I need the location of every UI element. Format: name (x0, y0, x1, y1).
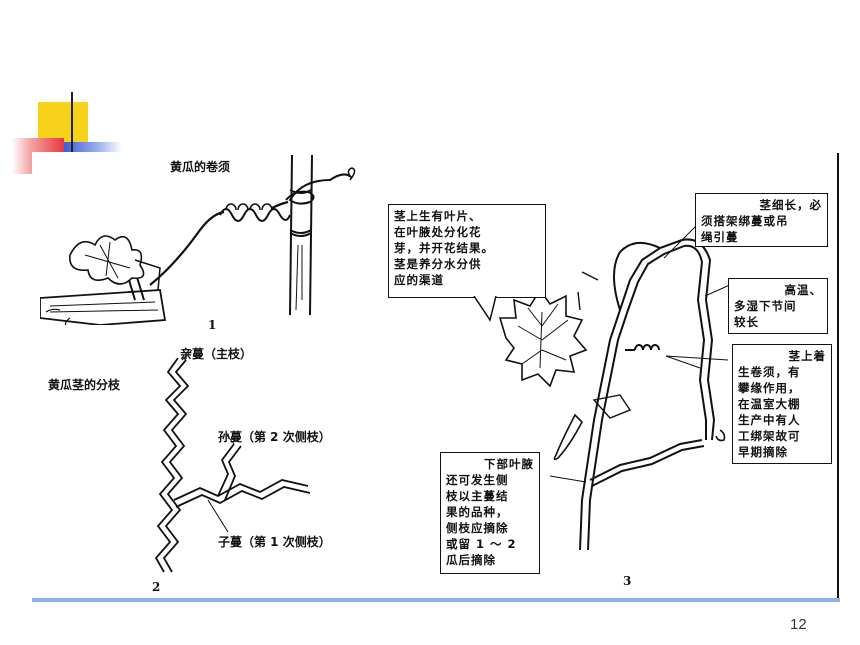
bottom-rule (32, 598, 840, 602)
figure1-tendril-drawing (40, 154, 356, 325)
tendril-coils (625, 344, 660, 351)
figure3-number: 3 (623, 574, 632, 588)
callout-leaf-pointer (473, 296, 497, 322)
figure2-branching-diagram (154, 350, 311, 573)
cucumber-fruit (553, 413, 583, 461)
lower-side-branch (589, 439, 703, 481)
callout-internode: 高温、 多湿下节间 较长 (728, 278, 828, 334)
vine-top-curl (613, 241, 661, 311)
figure3-vine-drawing (498, 223, 733, 551)
tendril-stem (149, 200, 289, 286)
figure2-grandchild-vine-label: 孙蔓（第 2 次侧枝） (218, 430, 331, 444)
figure2-child-vine-label: 子蔓（第 1 次侧枝） (218, 535, 331, 549)
leader-grandchild (225, 433, 235, 445)
vine-arch-right (681, 238, 716, 441)
grandchild-vine-branch (217, 443, 235, 497)
leader-main (181, 350, 193, 361)
figure-right-border (837, 153, 839, 600)
callout-leaf-stem: 茎上生有叶片、 在叶腋处分化花 芽，并开花结果。 茎是养分水分供 应的渠道 (388, 204, 546, 298)
figure1-number: 1 (208, 318, 217, 332)
callout-tendril: 茎上着 生卷须，有 攀缘作用， 在温室大棚 生产中有人 工绑架故可 早期摘除 (732, 344, 832, 464)
bamboo-stake (289, 154, 313, 316)
tendril-coil (219, 208, 291, 222)
grape-leaf (498, 288, 588, 388)
main-stem (40, 289, 167, 325)
figure2-number: 2 (152, 580, 161, 594)
leader-child (207, 499, 229, 533)
accent-blue-block (64, 142, 122, 152)
figure1-title: 黄瓜的卷须 (170, 160, 231, 174)
flower-cluster (69, 235, 145, 285)
figure2-branch-title: 黄瓜茎的分枝 (48, 378, 121, 392)
small-side-leaf (592, 394, 632, 419)
callout-slender-stem: 茎细长，必 须搭架绑蔓或吊 绳引蔓 (695, 193, 828, 247)
page-number: 12 (790, 616, 807, 633)
callout-lower-axil: 下部叶腋 还可发生侧 枝以主蔓结 果的品种， 侧枝应摘除 或留 1 ～ 2 瓜后… (440, 452, 540, 574)
accent-vertical-line (71, 92, 73, 174)
tendril-coil-loops (225, 203, 273, 211)
main-vine-stem (579, 239, 683, 551)
child-vine-branch (173, 479, 309, 501)
main-vine-zigzag (154, 357, 182, 573)
figure2-main-vine-label: 亲蔓（主枝） (180, 347, 253, 361)
tendril-curl-top (285, 173, 353, 205)
tendril-end-curl (347, 167, 356, 181)
